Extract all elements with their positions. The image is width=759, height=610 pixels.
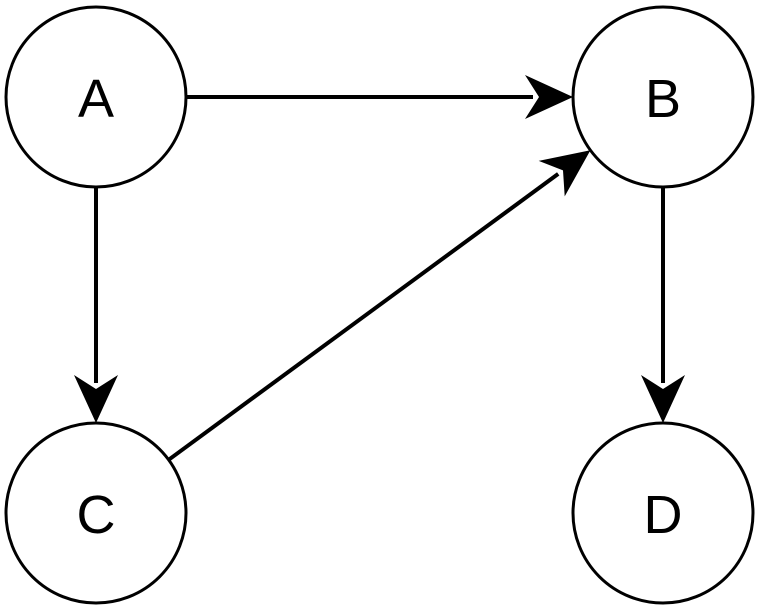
node-label: C [77,485,116,545]
node-circle [4,5,188,189]
nodes-layer: A B C D [4,5,755,605]
arrowhead-icon [538,150,591,197]
node-a: A [4,5,188,189]
node-d: D [571,421,755,605]
edges-layer [74,75,685,462]
edge-line [167,172,560,462]
edge-c-to-b [167,150,591,462]
node-circle [4,421,188,605]
node-b: B [571,5,755,189]
arrowhead-icon [74,375,118,423]
node-label: A [78,69,114,129]
node-label: B [645,69,681,129]
node-c: C [4,421,188,605]
edge-a-to-c [74,187,118,423]
node-circle [571,5,755,189]
node-circle [571,421,755,605]
arrowhead-icon [641,375,685,423]
node-label: D [644,485,683,545]
edge-b-to-d [641,187,685,423]
edge-a-to-b [186,75,573,119]
arrowhead-icon [525,75,573,119]
